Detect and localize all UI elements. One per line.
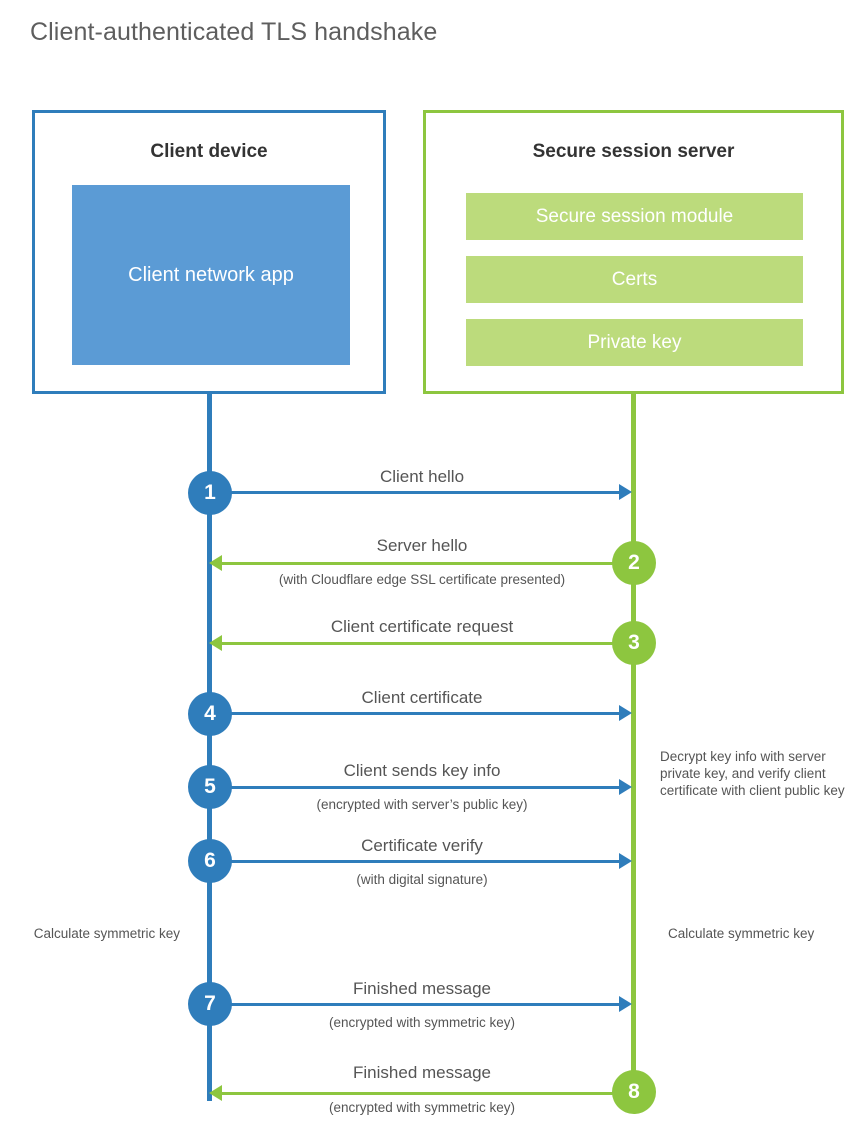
step-2-sublabel: (with Cloudflare edge SSL certificate pr… xyxy=(278,572,566,587)
step-4-label: Client certificate xyxy=(361,688,483,707)
step-6-sublabel: (with digital signature) xyxy=(356,872,488,887)
secure-session-server-title: Secure session server xyxy=(532,141,735,162)
server-calculate-symmetric-key-note: Calculate symmetric key xyxy=(668,926,815,941)
step-4-arrow-head-icon xyxy=(619,705,632,721)
step-3-arrow-line xyxy=(222,642,632,645)
step-6-arrow-head-icon xyxy=(619,853,632,869)
step-4-badge: 4 xyxy=(188,692,232,736)
step-7-arrow-head-icon xyxy=(619,996,632,1012)
step-4-arrow-line xyxy=(212,712,620,715)
client-lifeline xyxy=(207,394,212,1101)
step-2-badge: 2 xyxy=(612,541,656,585)
server-module-private-key: Private key xyxy=(466,319,803,366)
step-2-arrow-head-icon xyxy=(209,555,222,571)
step-1-arrow-line xyxy=(212,491,620,494)
client-network-app-block: Client network app xyxy=(72,185,350,365)
step-5-sublabel: (encrypted with server’s public key) xyxy=(316,797,528,812)
step-3-badge: 3 xyxy=(612,621,656,665)
client-calculate-symmetric-key-note: Calculate symmetric key xyxy=(33,926,180,941)
step-5-arrow-line xyxy=(212,786,620,789)
client-device-title: Client device xyxy=(150,141,268,162)
server-module-certs: Certs xyxy=(466,256,803,303)
step-1-arrow-head-icon xyxy=(619,484,632,500)
step-8-arrow-line xyxy=(222,1092,632,1095)
step-3-label: Client certificate request xyxy=(330,617,514,636)
step-8-label: Finished message xyxy=(353,1063,491,1082)
server-decrypt-note: Decrypt key info with server private key… xyxy=(660,749,845,798)
client-device-box: Client device Client network app xyxy=(32,110,386,394)
step-8-sublabel: (encrypted with symmetric key) xyxy=(328,1100,516,1115)
step-1-badge: 1 xyxy=(188,471,232,515)
secure-session-server-box: Secure session server Secure session mod… xyxy=(423,110,844,394)
step-6-badge: 6 xyxy=(188,839,232,883)
step-7-label: Finished message xyxy=(353,979,491,998)
step-5-arrow-head-icon xyxy=(619,779,632,795)
step-5-badge: 5 xyxy=(188,765,232,809)
step-3-arrow-head-icon xyxy=(209,635,222,651)
step-1-label: Client hello xyxy=(379,467,465,486)
step-8-badge: 8 xyxy=(612,1070,656,1114)
step-8-arrow-head-icon xyxy=(209,1085,222,1101)
step-6-label: Certificate verify xyxy=(361,836,483,855)
step-7-arrow-line xyxy=(212,1003,620,1006)
step-5-label: Client sends key info xyxy=(343,761,501,780)
server-module-secure-session-module: Secure session module xyxy=(466,193,803,240)
server-lifeline xyxy=(631,394,636,1094)
step-2-label: Server hello xyxy=(376,536,468,555)
page-title: Client-authenticated TLS handshake xyxy=(30,18,438,46)
step-2-arrow-line xyxy=(222,562,632,565)
step-7-sublabel: (encrypted with symmetric key) xyxy=(328,1015,516,1030)
step-6-arrow-line xyxy=(212,860,620,863)
step-7-badge: 7 xyxy=(188,982,232,1026)
